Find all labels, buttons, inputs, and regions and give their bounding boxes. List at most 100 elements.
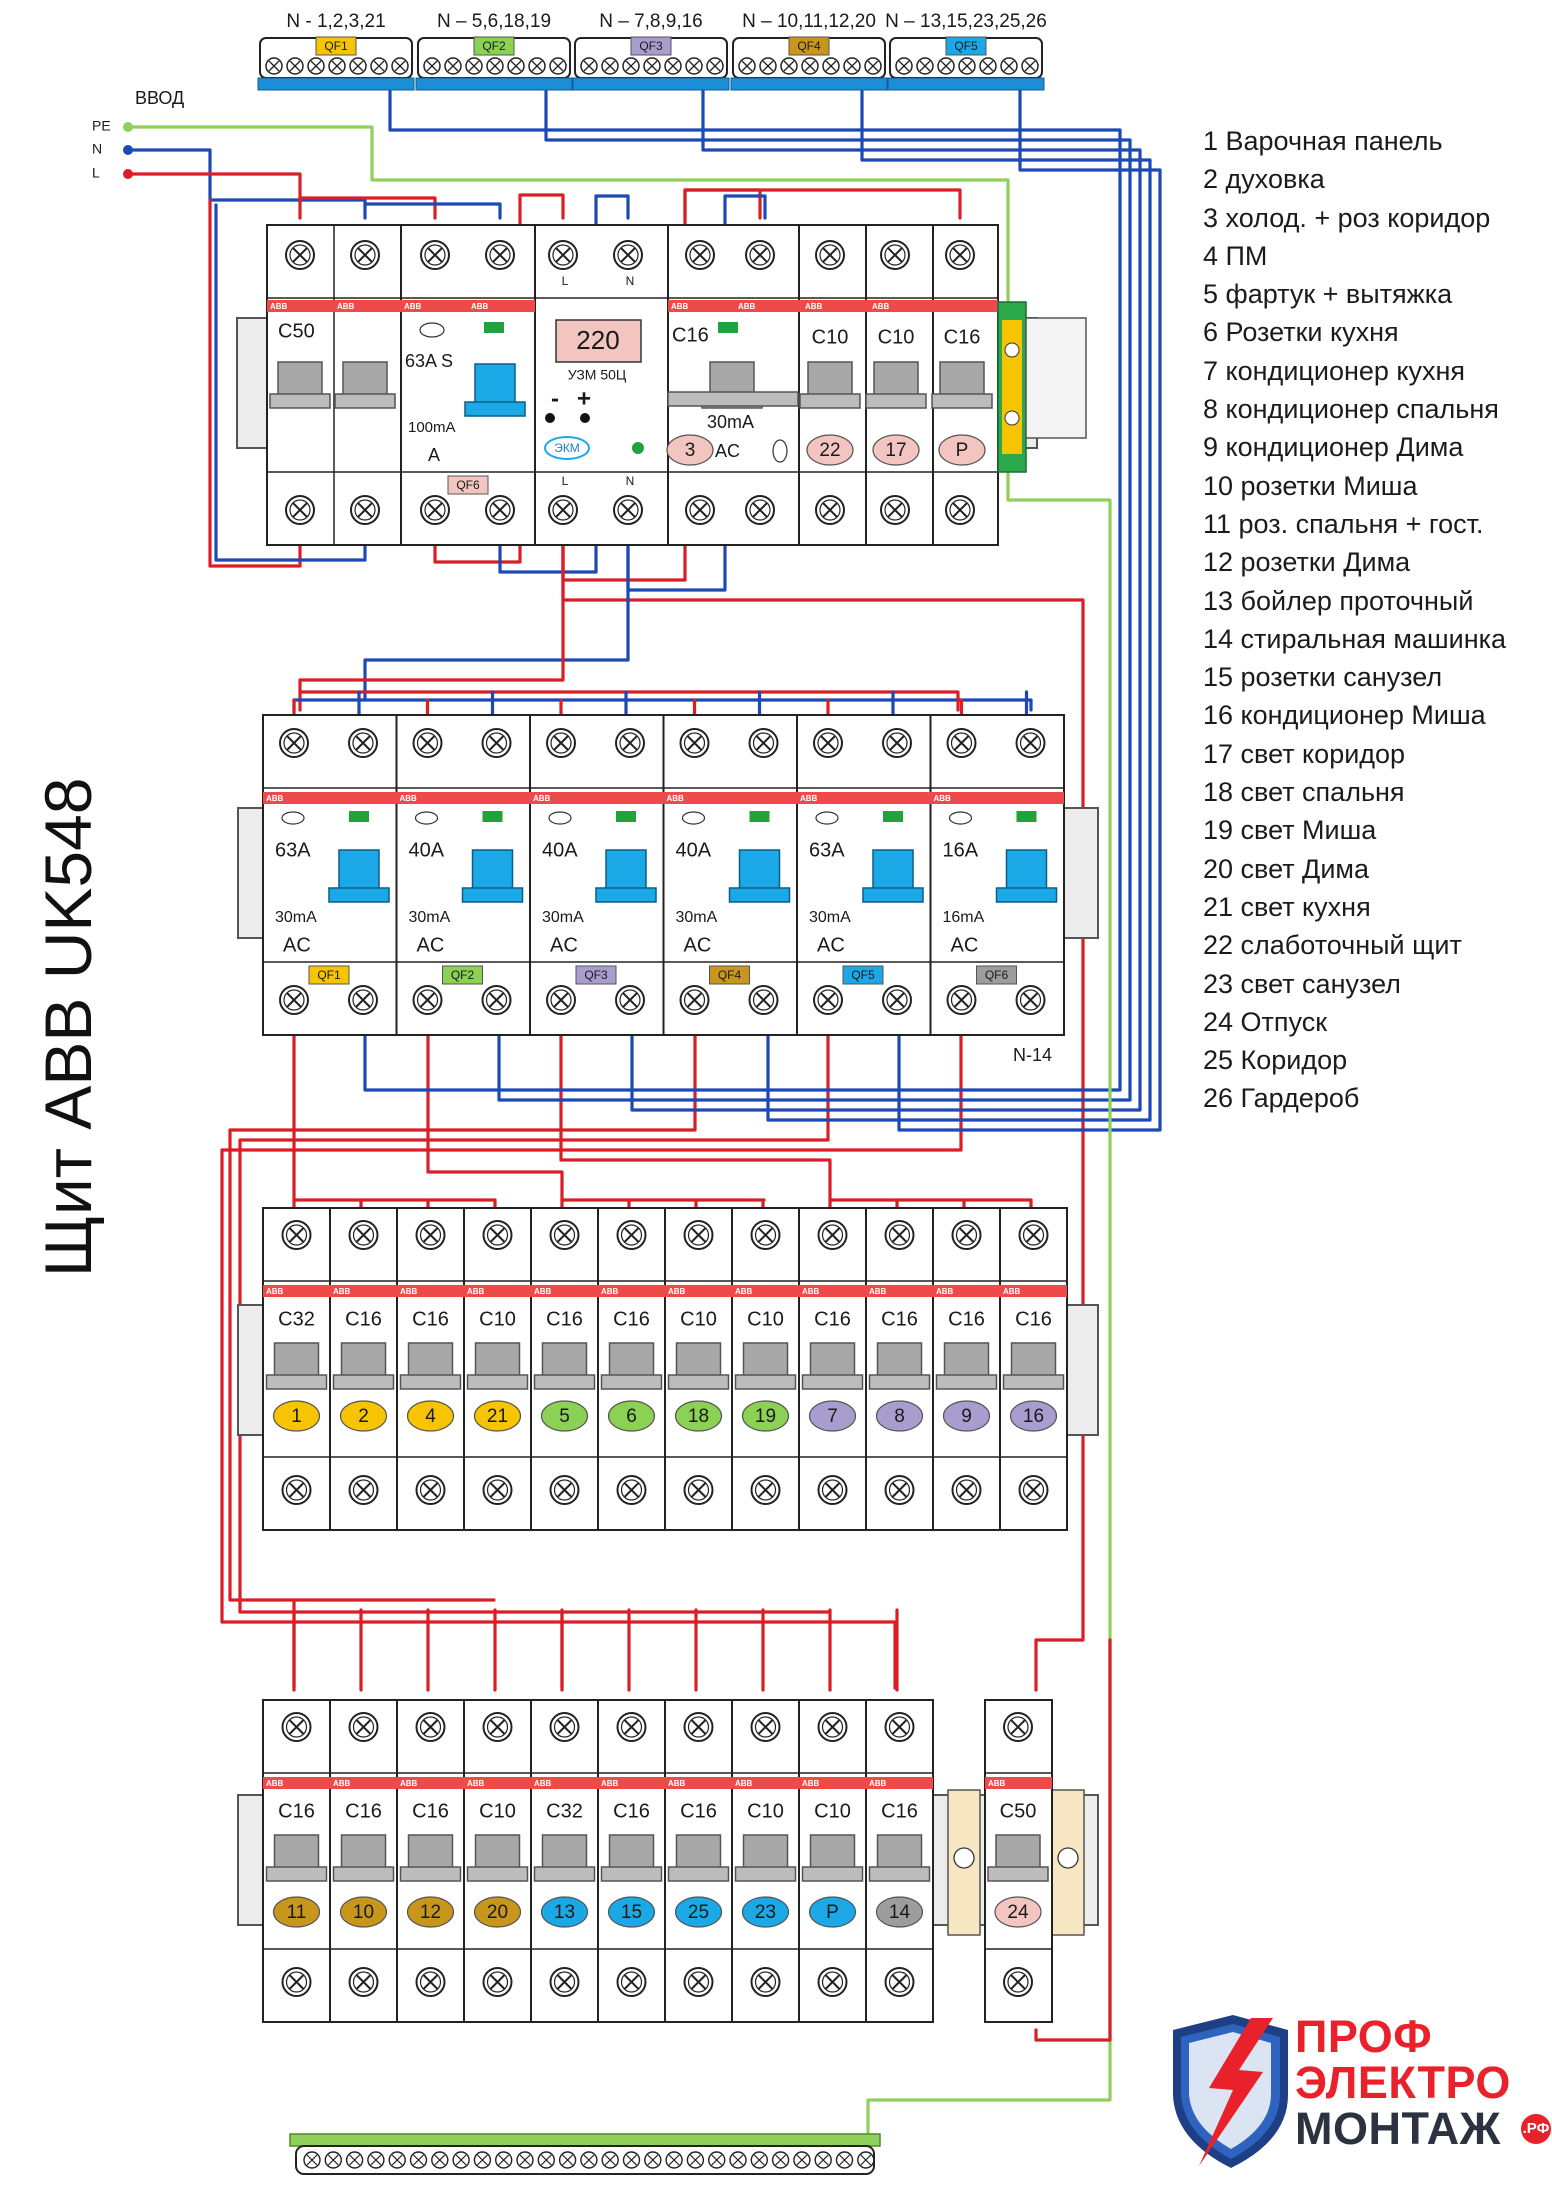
rcd-test-indicator bbox=[281, 811, 305, 825]
main-breaker-toggle-1 bbox=[269, 361, 331, 409]
breaker-toggle bbox=[799, 361, 861, 409]
terminal-screw-icon bbox=[548, 240, 578, 270]
breaker-toggle bbox=[865, 361, 927, 409]
terminal-screw-cross bbox=[1024, 60, 1036, 72]
circuit-number: 15 bbox=[621, 1902, 642, 1923]
qf3-neutral-to-bar bbox=[630, 66, 1142, 1112]
circuit-number: 19 bbox=[755, 1406, 776, 1427]
brand-label: ABB bbox=[270, 302, 288, 311]
terminal-screw-cross bbox=[413, 2154, 424, 2166]
legend-item: 21 свет кухня bbox=[1203, 891, 1371, 922]
uzm-n-in: N bbox=[626, 274, 635, 288]
brand-label: ABB bbox=[337, 302, 355, 311]
rcd-test-indicator bbox=[414, 811, 439, 825]
brand-label: ABB bbox=[266, 794, 284, 803]
breaker-toggle bbox=[734, 1834, 797, 1882]
rcd-group-tag bbox=[842, 965, 884, 985]
terminal-screw-cross bbox=[583, 2154, 595, 2166]
breaker-toggle bbox=[466, 1342, 529, 1390]
terminal-screw-icon bbox=[348, 985, 378, 1015]
terminal-screw-icon bbox=[348, 1712, 379, 1742]
phase-to-row2 bbox=[298, 543, 565, 712]
difav-rating: C16 bbox=[672, 324, 709, 346]
n-label: N bbox=[92, 141, 102, 157]
brand-label: ABB bbox=[534, 1287, 552, 1296]
breaker-circuit-badge bbox=[540, 1400, 589, 1432]
l-input-dot bbox=[123, 169, 133, 179]
terminal-screw-icon bbox=[1015, 728, 1046, 758]
terminal-screw-icon bbox=[348, 728, 378, 758]
breaker-circuit-badge bbox=[808, 1400, 857, 1432]
group-tag-label: QF5 bbox=[851, 968, 875, 982]
rcd-test-indicator bbox=[548, 811, 572, 825]
breaker-circuit-badge bbox=[473, 1400, 522, 1432]
terminal-screw-icon bbox=[285, 240, 315, 270]
breaker-toggle bbox=[399, 1834, 462, 1882]
breaker-toggle bbox=[935, 1342, 998, 1390]
brand-label: ABB bbox=[266, 1287, 284, 1296]
terminal-screw-icon bbox=[685, 240, 715, 270]
terminal-screw-cross bbox=[668, 2154, 680, 2166]
breaker-rating: C16 bbox=[948, 1308, 985, 1330]
terminal-screw-cross bbox=[468, 60, 480, 72]
terminal-screw-icon bbox=[880, 240, 910, 270]
terminal-screw-icon bbox=[884, 1220, 915, 1250]
brand-label: ABB bbox=[800, 794, 818, 803]
neutral-loop-wire bbox=[214, 203, 367, 562]
terminal-screw-cross bbox=[775, 2154, 787, 2166]
circuit-number: 2 bbox=[358, 1406, 369, 1427]
extra-breaker-rating: C50 bbox=[1000, 1800, 1037, 1822]
uzm-l-in: L bbox=[562, 274, 569, 288]
difav-type: AC bbox=[715, 441, 740, 461]
breaker-toggle bbox=[600, 1342, 663, 1390]
terminal-screw-icon bbox=[884, 1712, 915, 1742]
terminal-screw-icon bbox=[613, 240, 643, 270]
terminal-screw-icon bbox=[616, 1220, 647, 1250]
qf3-phase-out bbox=[559, 1034, 832, 1202]
terminal-screw-icon bbox=[1015, 985, 1046, 1015]
group-tag-label: QF3 bbox=[639, 39, 663, 53]
terminal-screw-cross bbox=[391, 2154, 403, 2166]
logo-line-3: МОНТАЖ bbox=[1295, 2103, 1501, 2154]
breaker-toggle bbox=[734, 1342, 797, 1390]
main-breaker-rating: C50 bbox=[278, 320, 315, 342]
legend-item: 6 Розетки кухня bbox=[1203, 317, 1399, 348]
terminal-screw-icon bbox=[482, 1475, 513, 1505]
terminal-screw-cross bbox=[583, 60, 595, 72]
terminal-screw-icon bbox=[1018, 1220, 1049, 1250]
terminal-screw-icon bbox=[813, 728, 843, 758]
terminal-screw-icon bbox=[750, 1220, 781, 1250]
legend-item: 3 холод. + роз коридор bbox=[1203, 202, 1491, 233]
breaker-circuit-badge bbox=[674, 1896, 723, 1928]
difav-indicator bbox=[772, 439, 788, 463]
rcd-test-indicator bbox=[948, 811, 973, 825]
terminal-screw-icon bbox=[616, 1712, 647, 1742]
legend-item: 14 стиральная машинка bbox=[1203, 623, 1507, 654]
legend-item: 9 кондиционер Дима bbox=[1203, 432, 1464, 463]
terminal-screw-cross bbox=[352, 60, 364, 72]
breaker-circuit-badge bbox=[607, 1896, 656, 1928]
terminal-screw-icon bbox=[348, 1967, 379, 1997]
neutral-note: N-14 bbox=[1013, 1045, 1052, 1065]
uzm-display bbox=[555, 319, 642, 363]
neutral-to-rcd-wire bbox=[363, 202, 502, 220]
terminal-screw-cross bbox=[961, 60, 973, 72]
legend-item: 13 бойлер проточный bbox=[1203, 585, 1474, 616]
brand-label: ABB bbox=[988, 1779, 1006, 1788]
neutral-bar-tag bbox=[315, 36, 357, 56]
terminal-screw-icon bbox=[884, 1967, 915, 1997]
terminal-screw-icon bbox=[415, 1967, 446, 1997]
terminal-screw-icon bbox=[420, 240, 450, 270]
neutral-bar-label: N - 1,2,3,21 bbox=[286, 11, 385, 32]
breaker-rating: C10 bbox=[814, 1800, 851, 1822]
logo-domain-badge: .РФ bbox=[1521, 2114, 1551, 2144]
terminal-screw-cross bbox=[919, 60, 931, 72]
terminal-screw-cross bbox=[394, 60, 406, 72]
breaker-circuit-badge bbox=[942, 1400, 991, 1432]
terminal-screw-icon bbox=[482, 1712, 513, 1742]
breaker-toggle bbox=[533, 1342, 596, 1390]
terminal-screw-cross bbox=[552, 60, 564, 72]
uzm-minus: - bbox=[551, 385, 559, 412]
